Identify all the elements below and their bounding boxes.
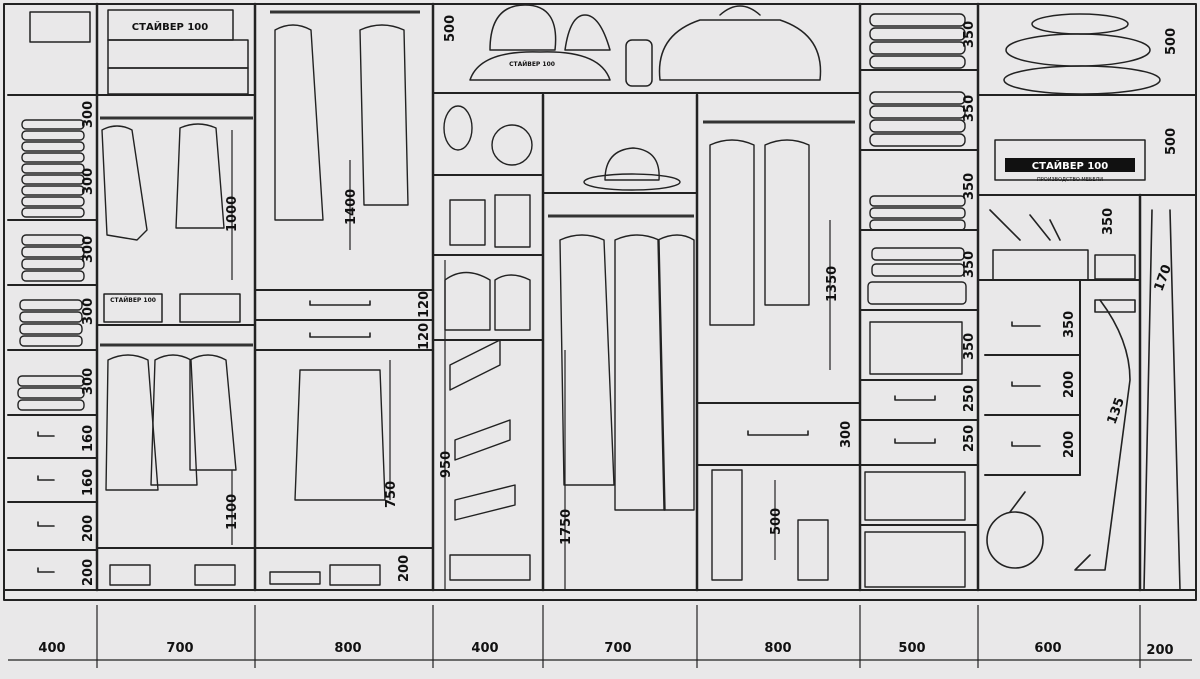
dim-c4-2: 950 xyxy=(439,451,454,478)
dim-c7-4: 350 xyxy=(962,251,977,278)
bags xyxy=(469,4,822,87)
dim-c8-6: 200 xyxy=(1062,431,1077,458)
width-9: 200 xyxy=(1146,643,1173,658)
dim-c8-1: 500 xyxy=(1164,28,1179,55)
dim-c4-3: 1750 xyxy=(559,509,574,545)
dim-c6-3: 500 xyxy=(769,508,784,535)
dim-c3-1: 1400 xyxy=(344,189,359,225)
brand-label-small: СТАЙВЕР 100 xyxy=(110,296,156,304)
storage-boxes xyxy=(29,9,1146,323)
dim-c1-4: 300 xyxy=(81,298,96,325)
dim-c3-3: 120 xyxy=(417,323,432,350)
dim-c7-6: 250 xyxy=(962,385,977,412)
dim-c8-4: 350 xyxy=(1062,311,1077,338)
width-2: 700 xyxy=(166,641,193,656)
shelves xyxy=(7,69,1197,551)
dim-c1-1: 300 xyxy=(81,101,96,128)
dim-c7-2: 350 xyxy=(962,95,977,122)
vertical-dividers xyxy=(95,2,1142,592)
dim-c1-9: 200 xyxy=(81,559,96,586)
dim-c1-7: 160 xyxy=(81,469,96,496)
dim-c6-1: 1350 xyxy=(825,266,840,302)
dim-c1-8: 200 xyxy=(81,515,96,542)
wardrobe-frame xyxy=(3,3,1197,601)
accessories xyxy=(109,105,966,588)
brand-labels: СТАЙВЕР 100 ПРОИЗВОДСТВО МЕБЕЛИ СТАЙВЕР … xyxy=(110,20,1135,304)
drawer-handles xyxy=(37,300,1041,573)
dim-c3-2: 120 xyxy=(417,291,432,318)
pillows xyxy=(1003,13,1161,95)
width-1: 400 xyxy=(38,641,65,656)
dim-c7-1: 350 xyxy=(962,21,977,48)
width-labels: 400 700 800 400 700 800 500 600 200 xyxy=(38,641,1173,658)
brand-sub-main: ПРОИЗВОДСТВО МЕБЕЛИ xyxy=(1037,177,1103,183)
dim-c6-2: 300 xyxy=(839,421,854,448)
dim-c1-3: 300 xyxy=(81,236,96,263)
dim-c7-7: 250 xyxy=(962,425,977,452)
height-labels: 300 300 300 300 300 160 160 200 200 1000… xyxy=(81,15,1179,586)
width-ticks xyxy=(96,605,1141,668)
width-8: 600 xyxy=(1034,641,1061,656)
width-3: 800 xyxy=(334,641,361,656)
dim-c4-1: 500 xyxy=(443,15,458,42)
width-6: 800 xyxy=(764,641,791,656)
dim-c2-1: 1000 xyxy=(225,196,240,232)
brand-label-main: СТАЙВЕР 100 xyxy=(1032,159,1108,172)
dim-c8-2: 500 xyxy=(1164,128,1179,155)
hanging-clothes xyxy=(101,24,810,511)
dim-c7-3: 350 xyxy=(962,173,977,200)
dim-c2-2: 1100 xyxy=(225,494,240,530)
dim-c1-6: 160 xyxy=(81,425,96,452)
width-7: 500 xyxy=(898,641,925,656)
utility-items xyxy=(986,209,1181,591)
dim-c8-5: 200 xyxy=(1062,371,1077,398)
dim-c7-5: 350 xyxy=(962,333,977,360)
dim-c3-4: 750 xyxy=(384,481,399,508)
dim-c3-5: 200 xyxy=(397,555,412,582)
dim-c1-5: 300 xyxy=(81,368,96,395)
width-4: 400 xyxy=(471,641,498,656)
dim-c1-2: 300 xyxy=(81,168,96,195)
width-5: 700 xyxy=(604,641,631,656)
brand-label-bag: СТАЙВЕР 100 xyxy=(509,60,555,68)
brand-label-top: СТАЙВЕР 100 xyxy=(132,20,208,33)
dim-c8-3: 350 xyxy=(1101,208,1116,235)
hanging-rails xyxy=(100,10,855,347)
dimension-arrows xyxy=(8,130,1192,661)
folded-clothes xyxy=(17,13,967,411)
